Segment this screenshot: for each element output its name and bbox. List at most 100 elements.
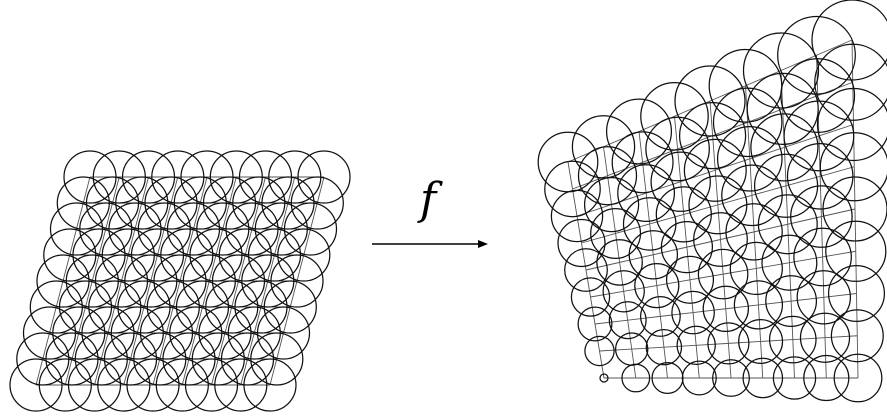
target-circle bbox=[599, 373, 609, 383]
target-circle bbox=[825, 220, 887, 282]
target-circle bbox=[707, 322, 750, 365]
target-circle bbox=[676, 325, 716, 366]
target-circle bbox=[665, 255, 715, 304]
target-grid-line bbox=[851, 39, 859, 379]
target-circle bbox=[803, 354, 850, 402]
arrow-head bbox=[478, 240, 488, 248]
target-circle bbox=[830, 309, 884, 363]
target-circle bbox=[577, 146, 638, 206]
target-circle bbox=[650, 151, 711, 212]
target-grid-line bbox=[638, 131, 668, 379]
target-circle bbox=[750, 113, 819, 182]
target-circle bbox=[590, 207, 642, 260]
source-grid-line bbox=[35, 176, 91, 386]
source-circle bbox=[268, 150, 322, 204]
target-circle bbox=[571, 115, 636, 179]
target-circle bbox=[753, 153, 819, 218]
target-circle bbox=[796, 270, 852, 325]
target-circle bbox=[678, 101, 747, 170]
target-circle bbox=[708, 48, 783, 123]
target-circle bbox=[645, 328, 683, 366]
source-circle bbox=[43, 228, 97, 282]
target-circle bbox=[602, 270, 645, 313]
source-circle bbox=[92, 150, 146, 204]
target-circle bbox=[811, 0, 887, 81]
target-circle bbox=[634, 262, 680, 309]
target-circle bbox=[617, 164, 676, 223]
target-circle bbox=[761, 234, 818, 291]
source-grid-line bbox=[240, 176, 296, 386]
target-circle bbox=[611, 131, 674, 194]
source-circle bbox=[297, 150, 351, 204]
source-circle bbox=[16, 332, 70, 386]
target-circle bbox=[721, 164, 783, 227]
target-circle bbox=[596, 239, 643, 286]
source-circle bbox=[36, 254, 90, 308]
target-circle bbox=[793, 227, 852, 287]
target-circle bbox=[765, 275, 818, 328]
target-circle bbox=[544, 160, 601, 218]
target-grid-line bbox=[674, 116, 700, 379]
target-circle bbox=[799, 312, 851, 363]
target-grid-line bbox=[567, 161, 605, 379]
target-circle bbox=[814, 43, 887, 121]
target-circle bbox=[608, 301, 647, 340]
target-circle bbox=[557, 218, 606, 268]
target-circle bbox=[614, 332, 649, 366]
target-circle bbox=[725, 203, 783, 261]
target-circle bbox=[683, 138, 747, 202]
source-circle bbox=[22, 306, 77, 360]
target-circle bbox=[742, 357, 784, 399]
target-circle bbox=[605, 98, 673, 165]
target-circle bbox=[688, 175, 748, 235]
target-circle bbox=[729, 241, 783, 296]
target-circle bbox=[702, 285, 750, 333]
source-circle bbox=[121, 150, 176, 204]
map-label: f bbox=[417, 174, 443, 225]
source-grid-line bbox=[123, 176, 179, 386]
source-circle bbox=[238, 150, 293, 204]
source-grid-line bbox=[181, 176, 237, 386]
source-grid-line bbox=[152, 176, 208, 386]
source-grid-line bbox=[211, 176, 266, 386]
target-circle bbox=[655, 186, 712, 243]
target-circle bbox=[738, 318, 784, 365]
target-grid-line bbox=[603, 146, 637, 379]
target-circle bbox=[768, 315, 817, 364]
source-circle bbox=[209, 150, 263, 204]
target-circle bbox=[772, 356, 817, 400]
target-circle bbox=[645, 116, 710, 182]
target-circle bbox=[639, 295, 681, 337]
target-circle bbox=[716, 125, 783, 192]
target-circle bbox=[712, 359, 750, 397]
source-circle bbox=[56, 176, 110, 230]
map-arrow bbox=[372, 240, 488, 248]
target-circle bbox=[570, 277, 611, 317]
source-grid-line bbox=[94, 176, 149, 386]
target-circle bbox=[819, 132, 887, 202]
source-circle bbox=[180, 150, 234, 204]
target-circle bbox=[777, 15, 856, 95]
source-grid-line bbox=[64, 176, 120, 386]
source-circle bbox=[63, 150, 117, 204]
target-circle bbox=[833, 353, 883, 403]
target-circle bbox=[733, 280, 784, 330]
target-circle bbox=[640, 81, 709, 151]
target-circle bbox=[583, 176, 640, 233]
target-circle bbox=[671, 290, 715, 335]
target-circle bbox=[681, 360, 717, 396]
source-circle bbox=[49, 202, 104, 256]
source-circle-pattern bbox=[9, 150, 351, 412]
target-circle bbox=[827, 264, 886, 323]
target-circle bbox=[564, 248, 608, 292]
target-circle bbox=[584, 335, 615, 367]
target-circle bbox=[786, 142, 854, 210]
target-circle bbox=[622, 197, 677, 251]
source-circle bbox=[29, 280, 83, 334]
source-circle bbox=[9, 358, 63, 412]
target-circle bbox=[674, 65, 746, 137]
target-circle bbox=[742, 32, 820, 109]
source-circle bbox=[151, 150, 205, 204]
target-circle bbox=[783, 100, 855, 172]
